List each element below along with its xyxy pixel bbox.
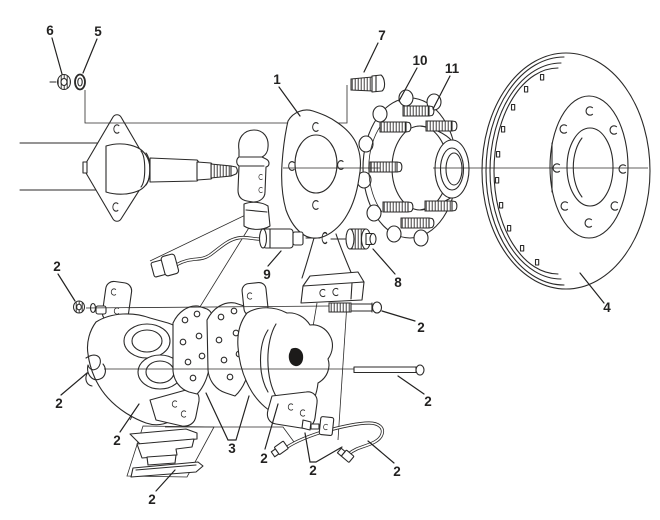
wheel-speed-sensor <box>150 228 349 278</box>
hose-bolt <box>301 419 320 431</box>
spindle-nut <box>49 74 71 90</box>
callout-2-outer: 2 <box>113 433 121 448</box>
knuckle-arm <box>301 237 315 279</box>
drive-gear <box>345 228 377 250</box>
knuckle-bore <box>294 134 338 194</box>
sensor-connector <box>150 253 180 278</box>
caliper-nut <box>73 300 97 314</box>
caliper-inner-half <box>237 281 333 429</box>
axle-cylinder <box>105 143 151 195</box>
hub <box>356 89 470 247</box>
fastener-alignment-line <box>84 85 348 124</box>
wheel-studs <box>369 105 458 229</box>
callout-2-boltclip: 2 <box>309 463 317 478</box>
bleeder-cap <box>288 347 304 367</box>
callout-5: 5 <box>94 24 102 39</box>
spindle <box>149 157 201 183</box>
support-bracket <box>126 425 215 478</box>
steering-knuckle <box>236 109 365 304</box>
callout-2-nut: 2 <box>53 259 61 274</box>
axle-shaft-assembly <box>19 114 239 222</box>
callout-2-hose: 2 <box>393 464 401 479</box>
flange-notch <box>82 161 88 174</box>
callout-2-pin-lower: 2 <box>424 394 432 409</box>
knuckle-lower-boss <box>243 201 271 230</box>
caliper-anchor-boss <box>300 271 365 304</box>
callout-2-pin-upper: 2 <box>417 320 425 335</box>
bleeder-fitting <box>95 305 107 315</box>
upper-assembly-axis <box>85 305 330 309</box>
rotor-vent-slots <box>494 73 545 266</box>
spindle-tip <box>230 165 239 177</box>
spindle-threads <box>210 163 232 179</box>
hose-fitting-left <box>270 440 289 458</box>
sensor-body <box>258 228 304 249</box>
callout-11: 11 <box>445 61 460 76</box>
spindle-washer <box>74 73 86 91</box>
callout-2-clip: 2 <box>55 396 63 411</box>
callout-2-bracket: 2 <box>148 492 156 507</box>
callout-10: 10 <box>412 53 427 68</box>
rotor-center-bore <box>566 127 614 207</box>
upper-guide-pin <box>328 301 383 314</box>
callout-9: 9 <box>263 267 271 282</box>
hub-bolt <box>350 74 386 93</box>
callout-8: 8 <box>394 275 402 290</box>
lower-guide-pin <box>353 364 425 376</box>
brake-rotor <box>481 52 651 290</box>
callout-7: 7 <box>378 28 386 43</box>
callout-labels: 6 5 1 7 10 11 4 9 8 2 2 2 2 3 2 2 2 2 2 <box>46 23 611 507</box>
callout-leaders <box>51 37 605 492</box>
callout-4: 4 <box>603 300 611 315</box>
callout-1: 1 <box>273 72 281 87</box>
callout-3: 3 <box>228 441 236 456</box>
callout-6: 6 <box>46 23 54 38</box>
hose-fitting-right <box>336 447 355 463</box>
callout-2-inner: 2 <box>260 451 268 466</box>
hose-clip <box>318 416 335 437</box>
brake-hose-assembly <box>270 416 385 463</box>
